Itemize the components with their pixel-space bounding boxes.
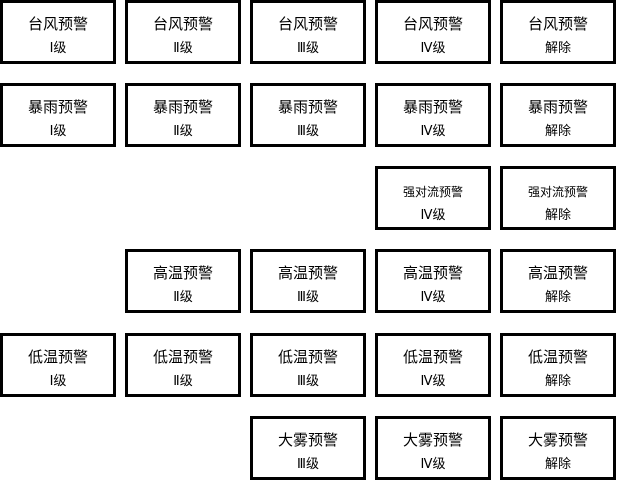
alert-name-label: 台风预警	[402, 15, 463, 33]
low-temperature-level-2-button[interactable]: 低温预警 Ⅱ级	[125, 333, 241, 397]
alert-name-label: 大雾预警	[277, 431, 338, 449]
alert-name-label: 台风预警	[152, 15, 213, 33]
low-temperature-alert-row: 低温预警 Ⅰ级 低温预警 Ⅱ级 低温预警 Ⅲ级 低温预警 Ⅳ级 低温预警 解除	[0, 333, 618, 397]
alert-name-label: 强对流预警	[402, 185, 463, 199]
alert-name-label: 低温预警	[277, 348, 338, 366]
alert-name-label: 大雾预警	[402, 431, 463, 449]
high-temperature-level-2-button[interactable]: 高温预警 Ⅱ级	[125, 249, 241, 313]
alert-name-label: 低温预警	[527, 348, 588, 366]
alert-level-label: 解除	[544, 124, 571, 139]
high-temperature-level-3-button[interactable]: 高温预警 Ⅲ级	[250, 249, 366, 313]
rainstorm-clear-button[interactable]: 暴雨预警 解除	[500, 83, 616, 147]
alert-name-label: 台风预警	[277, 15, 338, 33]
high-temperature-level-4-button[interactable]: 高温预警 Ⅳ级	[375, 249, 491, 313]
alert-name-label: 强对流预警	[527, 185, 588, 199]
alert-level-label: 解除	[544, 290, 571, 305]
low-temperature-level-1-button[interactable]: 低温预警 Ⅰ级	[0, 333, 116, 397]
alert-level-label: Ⅳ级	[420, 41, 446, 56]
low-temperature-level-3-button[interactable]: 低温预警 Ⅲ级	[250, 333, 366, 397]
alert-level-label: Ⅳ级	[420, 290, 446, 305]
alert-name-label: 高温预警	[152, 264, 213, 282]
alert-name-label: 低温预警	[27, 348, 88, 366]
alert-level-label: Ⅲ级	[297, 124, 319, 139]
alert-level-label: 解除	[544, 374, 571, 389]
alert-level-label: Ⅲ级	[297, 374, 319, 389]
alert-level-label: Ⅳ级	[420, 457, 446, 472]
alert-level-label: Ⅳ级	[420, 124, 446, 139]
alert-name-label: 暴雨预警	[152, 98, 213, 116]
alert-level-label: Ⅲ级	[297, 290, 319, 305]
alert-name-label: 低温预警	[152, 348, 213, 366]
alert-level-label: Ⅲ级	[297, 41, 319, 56]
rainstorm-level-2-button[interactable]: 暴雨预警 Ⅱ级	[125, 83, 241, 147]
alert-name-label: 高温预警	[277, 264, 338, 282]
alert-name-label: 台风预警	[27, 15, 88, 33]
alert-name-label: 暴雨预警	[277, 98, 338, 116]
convection-level-4-button[interactable]: 强对流预警 Ⅳ级	[375, 166, 491, 230]
typhoon-level-3-button[interactable]: 台风预警 Ⅲ级	[250, 0, 366, 64]
alert-name-label: 暴雨预警	[27, 98, 88, 116]
alert-level-label: Ⅰ级	[49, 374, 67, 389]
alert-level-label: Ⅳ级	[420, 374, 446, 389]
alert-level-label: Ⅳ级	[420, 208, 446, 223]
fog-level-4-button[interactable]: 大雾预警 Ⅳ级	[375, 416, 491, 480]
high-temperature-clear-button[interactable]: 高温预警 解除	[500, 249, 616, 313]
alert-level-label: 解除	[544, 457, 571, 472]
rainstorm-level-1-button[interactable]: 暴雨预警 Ⅰ级	[0, 83, 116, 147]
alert-level-label: Ⅱ级	[173, 41, 193, 56]
alert-level-label: Ⅲ级	[297, 457, 319, 472]
alert-name-label: 低温预警	[402, 348, 463, 366]
rainstorm-level-3-button[interactable]: 暴雨预警 Ⅲ级	[250, 83, 366, 147]
typhoon-level-4-button[interactable]: 台风预警 Ⅳ级	[375, 0, 491, 64]
alert-level-label: Ⅱ级	[173, 124, 193, 139]
fog-level-3-button[interactable]: 大雾预警 Ⅲ级	[250, 416, 366, 480]
fog-clear-button[interactable]: 大雾预警 解除	[500, 416, 616, 480]
alert-name-label: 大雾预警	[527, 431, 588, 449]
convection-alert-row: 强对流预警 Ⅳ级 强对流预警 解除	[0, 166, 618, 230]
alert-level-label: 解除	[544, 41, 571, 56]
alert-name-label: 台风预警	[527, 15, 588, 33]
alert-level-label: Ⅱ级	[173, 290, 193, 305]
low-temperature-clear-button[interactable]: 低温预警 解除	[500, 333, 616, 397]
fog-alert-row: 大雾预警 Ⅲ级 大雾预警 Ⅳ级 大雾预警 解除	[0, 416, 618, 480]
alert-level-label: 解除	[544, 208, 571, 223]
rainstorm-level-4-button[interactable]: 暴雨预警 Ⅳ级	[375, 83, 491, 147]
typhoon-level-1-button[interactable]: 台风预警 Ⅰ级	[0, 0, 116, 64]
typhoon-level-2-button[interactable]: 台风预警 Ⅱ级	[125, 0, 241, 64]
alert-level-label: Ⅰ级	[49, 124, 67, 139]
alert-name-label: 暴雨预警	[402, 98, 463, 116]
typhoon-alert-row: 台风预警 Ⅰ级 台风预警 Ⅱ级 台风预警 Ⅲ级 台风预警 Ⅳ级 台风预警 解除	[0, 0, 618, 64]
convection-clear-button[interactable]: 强对流预警 解除	[500, 166, 616, 230]
alert-name-label: 高温预警	[527, 264, 588, 282]
alert-level-label: Ⅱ级	[173, 374, 193, 389]
high-temperature-alert-row: 高温预警 Ⅱ级 高温预警 Ⅲ级 高温预警 Ⅳ级 高温预警 解除	[0, 249, 618, 313]
alert-name-label: 高温预警	[402, 264, 463, 282]
rainstorm-alert-row: 暴雨预警 Ⅰ级 暴雨预警 Ⅱ级 暴雨预警 Ⅲ级 暴雨预警 Ⅳ级 暴雨预警 解除	[0, 83, 618, 147]
alert-name-label: 暴雨预警	[527, 98, 588, 116]
alert-level-label: Ⅰ级	[49, 41, 67, 56]
low-temperature-level-4-button[interactable]: 低温预警 Ⅳ级	[375, 333, 491, 397]
typhoon-clear-button[interactable]: 台风预警 解除	[500, 0, 616, 64]
